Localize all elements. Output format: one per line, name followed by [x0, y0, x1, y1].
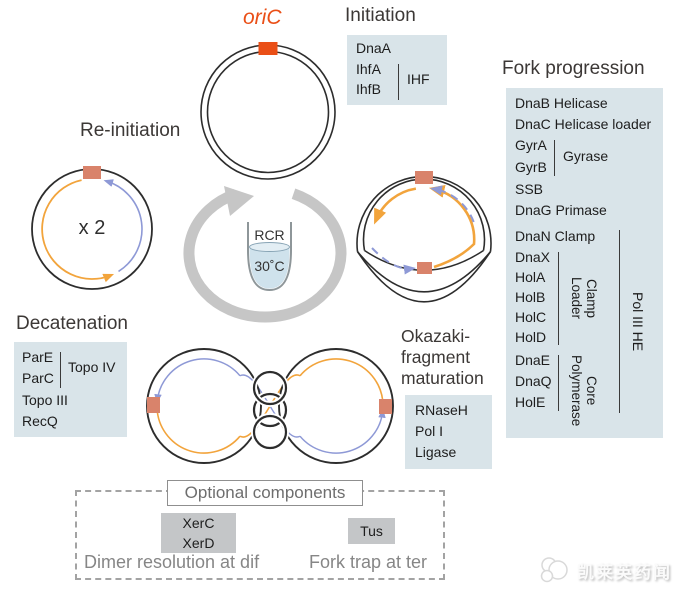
oric-label: oriC: [243, 6, 282, 29]
leading-strand-arc: [374, 187, 417, 225]
protein-label: DnaB Helicase: [515, 95, 608, 111]
decatenation-title: Decatenation: [16, 313, 128, 334]
okazaki-fragments-arc: [430, 185, 475, 223]
protein-label: Topo III: [22, 392, 68, 408]
reinitiation-title: Re-initiation: [80, 120, 181, 141]
protein-label: Ligase: [415, 444, 457, 460]
complex-label-line: Polymerase: [569, 355, 584, 427]
group-bracket: [558, 252, 559, 345]
watermark: 凯莱英药闻: [537, 553, 672, 587]
okazaki-title-line: maturation: [401, 368, 484, 388]
replication-intermediate-circle: [356, 171, 492, 303]
lagging-strand-arc: [103, 179, 143, 273]
protein-label: DnaQ: [515, 373, 552, 389]
dimer-resolution-caption: Dimer resolution at dif: [84, 552, 260, 572]
cycle-arrow-icon: [183, 186, 347, 323]
complex-label-line: Clamp: [584, 278, 599, 318]
leading-strand-arc: [299, 358, 384, 401]
protein-label: HolE: [515, 394, 546, 410]
protein-label: HolC: [515, 309, 547, 325]
test-tube-icon: [247, 222, 292, 292]
lagging-strand-arc: [154, 358, 241, 404]
ori-marker: [417, 262, 432, 274]
catenane-figure: [146, 348, 394, 464]
okazaki-title: Okazaki- fragment maturation: [401, 326, 484, 389]
lagging-strand-arc: [299, 408, 386, 454]
complex-label-clamp-loader: Clamp Loader: [566, 252, 599, 345]
initiation-panel: DnaA IhfA IhfB IHF: [347, 35, 447, 105]
protein-label: XerD: [182, 535, 215, 551]
complex-label-core-polymerase: Core Polymerase: [566, 348, 599, 434]
protein-label: ParC: [22, 370, 54, 386]
watermark-text: 凯莱英药闻: [577, 562, 672, 582]
ori-marker: [147, 397, 160, 413]
complex-label-line: Core: [584, 376, 599, 406]
complex-label: Gyrase: [563, 148, 609, 164]
okazaki-fragments-arc: [371, 247, 416, 275]
complex-label-line: Loader: [569, 277, 584, 320]
protein-label: HolB: [515, 289, 546, 305]
fork-progression-panel: DnaB Helicase DnaC Helicase loader GyrA …: [506, 88, 663, 438]
chain-links-icon: [251, 369, 289, 451]
protein-label: IhfA: [356, 61, 381, 77]
initiation-title: Initiation: [345, 5, 416, 26]
plasmid-circle: [200, 42, 336, 180]
complex-label: IHF: [407, 71, 430, 87]
decatenation-panel: ParE ParC Topo IV Topo III RecQ: [14, 342, 127, 437]
fork-trap-caption: Fork trap at ter: [309, 552, 428, 572]
protein-label: GyrA: [515, 137, 547, 153]
protein-label: IhfB: [356, 81, 381, 97]
protein-label: RecQ: [22, 413, 58, 429]
protein-label: RNaseH: [415, 402, 468, 418]
protein-label: XerC: [182, 515, 215, 531]
protein-label: DnaA: [356, 40, 392, 56]
protein-label: DnaC Helicase loader: [515, 116, 652, 132]
protein-label: HolD: [515, 329, 547, 345]
okazaki-title-line: Okazaki-: [401, 326, 471, 346]
temperature-label: 30˚C: [254, 258, 285, 274]
protein-label: DnaX: [515, 249, 551, 265]
copy-number-label: x 2: [78, 217, 106, 239]
tus-box: Tus: [348, 518, 395, 544]
complex-label-pol3: Pol III HE: [630, 291, 646, 352]
xer-box: XerC XerD: [161, 513, 236, 553]
protein-label: SSB: [515, 181, 544, 197]
okazaki-panel: RNaseH Pol I Ligase: [405, 395, 492, 469]
group-bracket: [619, 230, 620, 413]
protein-label: DnaN Clamp: [515, 228, 596, 244]
group-bracket: [60, 352, 61, 388]
leading-strand-arc: [156, 411, 241, 454]
leading-strand-arc: [41, 179, 115, 283]
oric-marker: [258, 42, 278, 55]
ori-marker: [379, 399, 392, 414]
protein-label: Pol I: [415, 423, 444, 439]
group-bracket: [558, 355, 559, 411]
optional-components-title: Optional components: [167, 480, 363, 506]
ori-marker: [83, 166, 101, 179]
leading-strand-arc: [428, 185, 476, 269]
group-bracket: [398, 64, 399, 100]
protein-label: GyrB: [515, 159, 547, 175]
reinitiation-circle: [31, 166, 153, 290]
okazaki-title-line: fragment: [401, 347, 471, 367]
group-bracket: [554, 140, 555, 176]
protein-label: HolA: [515, 269, 546, 285]
protein-label: DnaG Primase: [515, 202, 607, 218]
tube-label: RCR: [254, 227, 285, 243]
ori-marker: [415, 171, 433, 184]
protein-label: ParE: [22, 349, 54, 365]
fork-progression-title: Fork progression: [502, 58, 645, 79]
protein-label: DnaE: [515, 352, 551, 368]
watermark-logo-icon: [540, 557, 568, 583]
complex-label: Topo IV: [68, 359, 116, 375]
